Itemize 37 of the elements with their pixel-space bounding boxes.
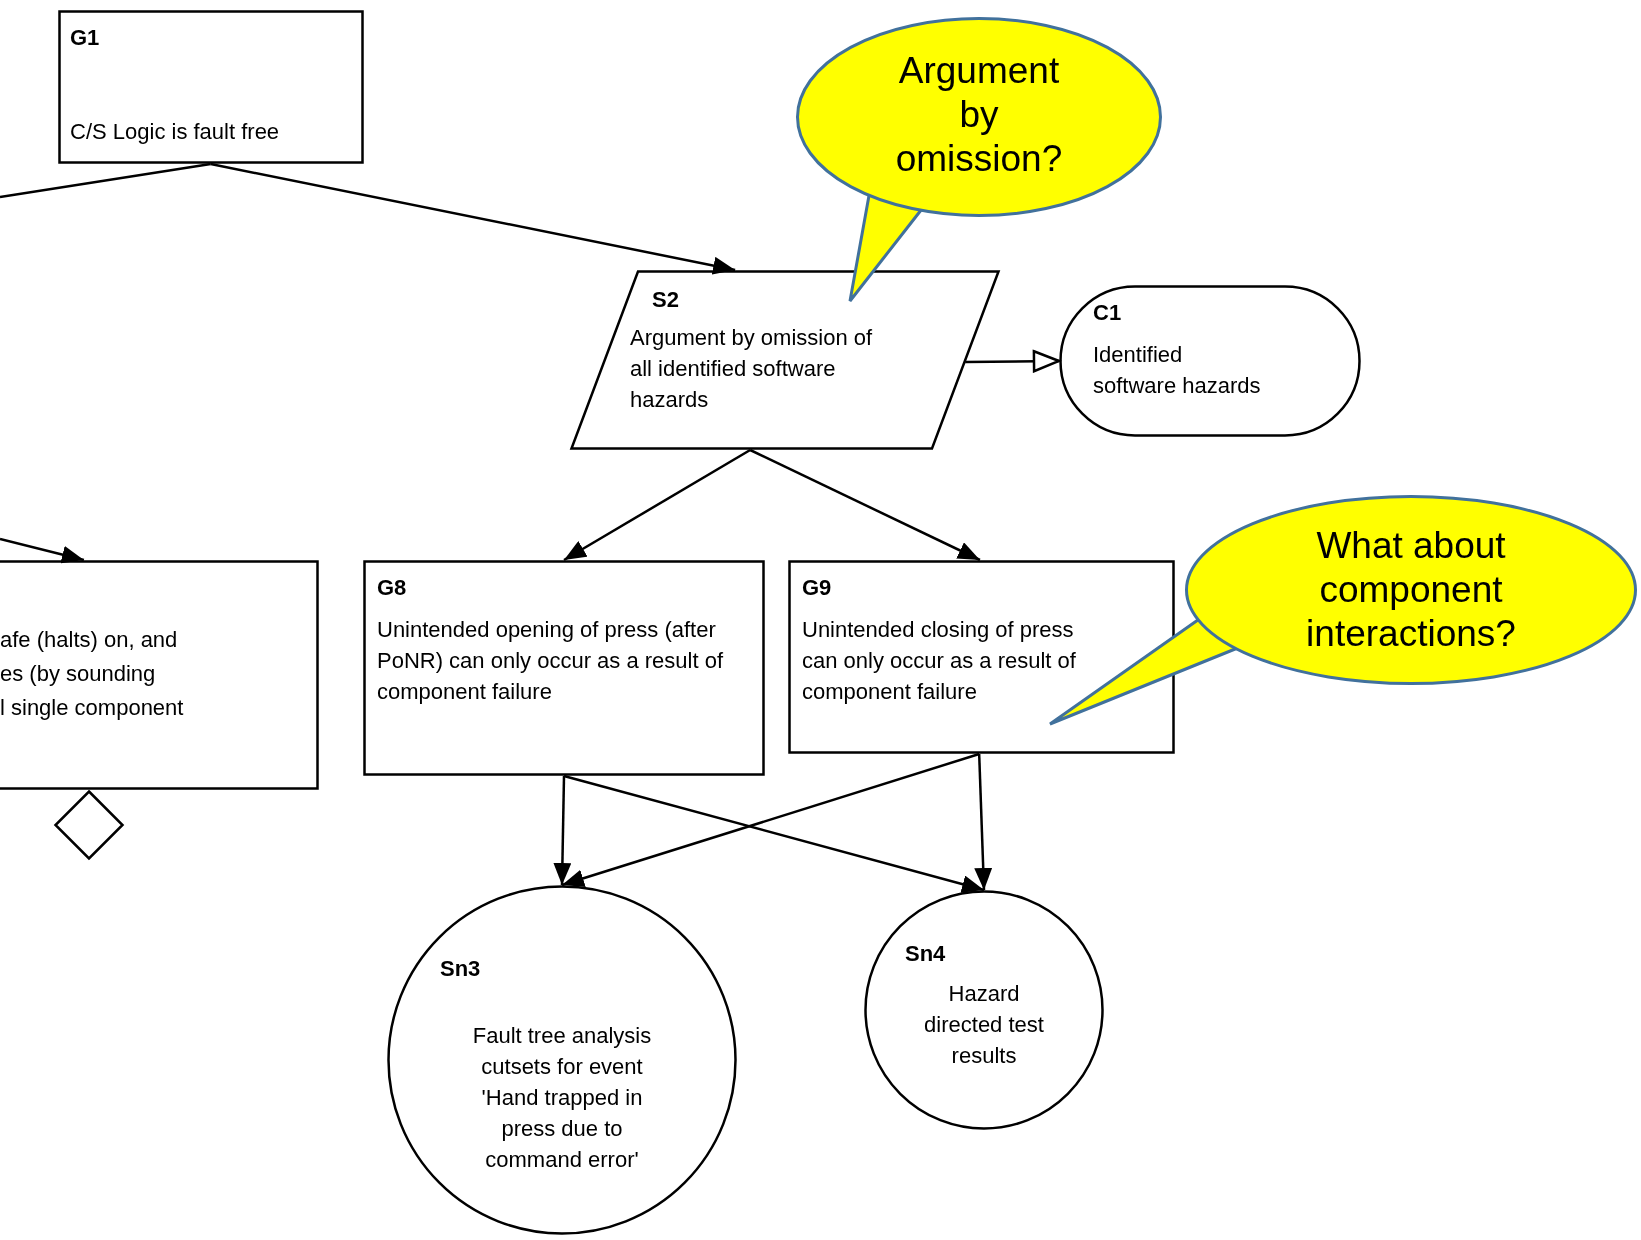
node-id: Sn3 [440,955,481,983]
arrow [563,448,751,562]
node-text: Unintended opening of press (after PoNR) can only occur as a result of component failure [377,616,725,706]
arrow [749,448,981,562]
callout-text: Argument by omission? [894,49,1064,181]
arrow [210,162,736,275]
arrow [965,350,1061,373]
arrow [974,753,993,891]
node-text: Argument by omission of all identified software hazards [630,324,874,414]
node-text: es (by sounding [0,660,157,688]
node-text: C/S Logic is fault free [70,118,281,146]
node-id: G9 [802,574,832,602]
strategy-parallelogram [570,270,1000,450]
goal-box [0,560,319,790]
node-id: G1 [70,24,100,52]
node-id: Sn4 [905,940,946,968]
goal-box [788,560,1175,754]
connector-line [0,162,211,199]
node-text: Fault tree analysis cutsets for event 'Hand trapped in press due to command error' [471,1022,653,1174]
node-id: C1 [1093,299,1122,327]
arrow [553,775,572,886]
solution-circle [864,890,1104,1130]
node-id: S2 [652,286,679,314]
node-text: Hazard directed test results [923,980,1045,1070]
node-text: Identified software hazards [1093,341,1262,400]
node-text: afe (halts) on, and [0,626,179,654]
node-text: Unintended closing of press can only occur as a result of component failure [802,616,1077,706]
undeveloped-diamond [54,790,124,860]
arrow [561,752,980,887]
solution-circle [387,885,737,1235]
node-text: l single component [0,694,185,722]
callout-text: What about component interactions? [1305,524,1517,656]
arrow [563,774,985,893]
node-id: G8 [377,574,407,602]
goal-box [363,560,765,776]
context-box [1059,285,1361,437]
goal-box [58,10,364,164]
